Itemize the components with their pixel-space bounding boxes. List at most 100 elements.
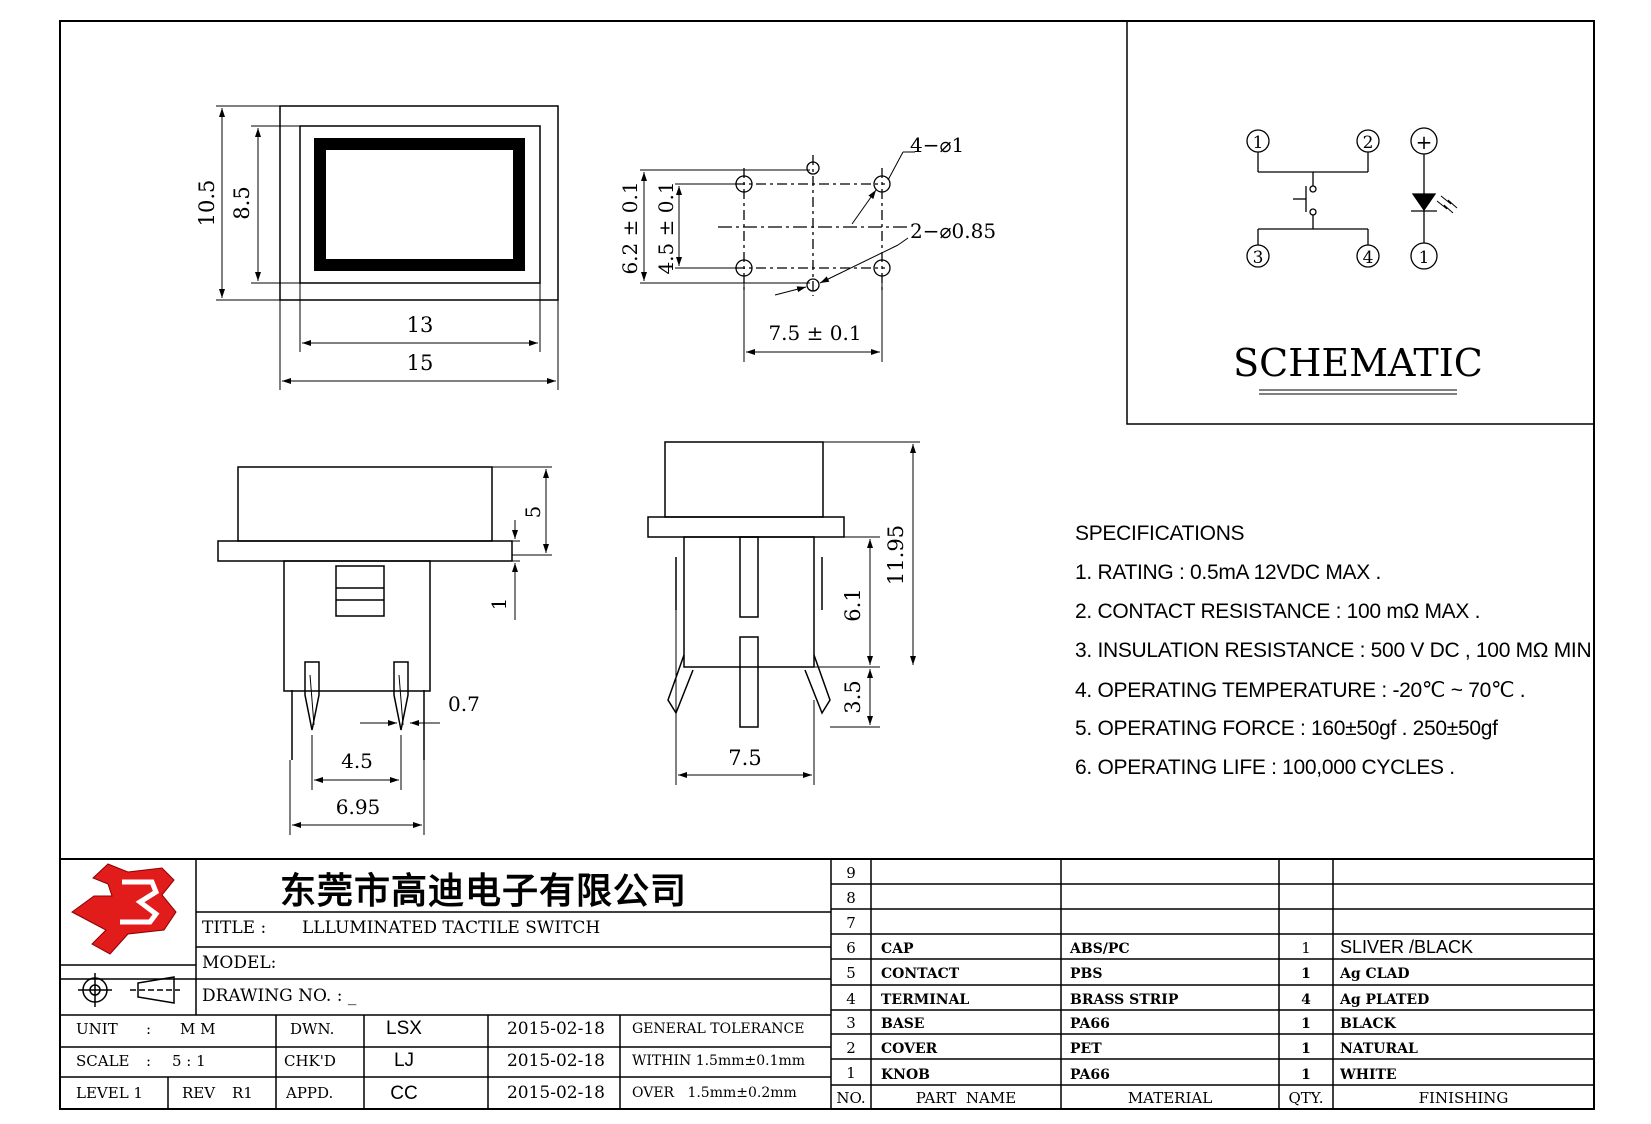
scale-colon: : xyxy=(146,1052,152,1070)
dim-front-w: 7.5 xyxy=(728,746,761,770)
dwn-name: LSX xyxy=(386,1018,422,1039)
unit-value: M M xyxy=(180,1020,216,1038)
dim-top-h-outer: 10.5 xyxy=(195,180,219,227)
dim-front-body-h: 6.1 xyxy=(841,588,865,621)
bom-finishing: WHITE xyxy=(1340,1067,1397,1083)
dim-pcb-h-inner: 4.5 ± 0.1 xyxy=(654,181,678,274)
drawing-no-label: DRAWING NO. : _ xyxy=(202,986,357,1006)
projection-symbol-icon xyxy=(78,973,180,1007)
dim-side-pin-pitch: 4.5 xyxy=(341,749,373,773)
spec-item: 6. OPERATING LIFE : 100,000 CYCLES . xyxy=(1075,756,1455,779)
bom-finishing: Ag CLAD xyxy=(1340,966,1410,982)
rev-value: R1 xyxy=(232,1084,253,1102)
bom-no: 7 xyxy=(846,914,856,932)
dim-front-pin-h: 3.5 xyxy=(841,680,865,713)
bom-finishing: Ag PLATED xyxy=(1340,992,1430,1008)
schematic-pin-1: 1 xyxy=(1253,133,1264,153)
bom-no: 8 xyxy=(846,889,856,907)
sheet-border xyxy=(59,20,1595,1110)
tolerance-over: OVER 1.5mm±0.2mm xyxy=(632,1085,797,1101)
dim-side-pin-w: 0.7 xyxy=(448,692,480,716)
bom-header-part: PART NAME xyxy=(915,1089,1017,1107)
spec-item: 1. RATING : 0.5mA 12VDC MAX . xyxy=(1075,561,1382,584)
bom-part: BASE xyxy=(881,1016,925,1032)
chkd-name: LJ xyxy=(393,1050,415,1071)
bom-part: CAP xyxy=(881,941,914,957)
company-name: 东莞市高迪电子有限公司 xyxy=(280,871,688,912)
top-view xyxy=(216,105,559,390)
dim-pcb-hole-small: 2−⌀0.85 xyxy=(910,219,996,243)
schematic-frame xyxy=(1126,20,1595,425)
side-view xyxy=(217,466,552,835)
tolerance-within: WITHIN 1.5mm±0.1mm xyxy=(632,1053,806,1069)
bom-finishing: NATURAL xyxy=(1340,1041,1418,1057)
bom-no: 5 xyxy=(846,964,856,982)
spec-item: 5. OPERATING FORCE : 160±50gf . 250±50gf xyxy=(1075,717,1498,740)
dim-top-h-inner: 8.5 xyxy=(230,186,254,219)
chkd-date: 2015-02-18 xyxy=(506,1051,605,1071)
bom-material: BRASS STRIP xyxy=(1070,992,1179,1008)
model-label: MODEL: xyxy=(202,953,277,973)
bom-finishing: BLACK xyxy=(1340,1016,1396,1032)
bom-qty: 1 xyxy=(1301,1016,1311,1032)
tolerance-title: GENERAL TOLERANCE xyxy=(632,1021,805,1037)
scale-value: 5 : 1 xyxy=(172,1052,206,1070)
dim-side-cap-h: 5 xyxy=(521,506,545,519)
pcb-layout xyxy=(640,151,915,362)
dim-pcb-h-outer: 6.2 ± 0.1 xyxy=(618,181,642,274)
bom-part: KNOB xyxy=(881,1067,930,1083)
schematic-led-plus: + xyxy=(1416,130,1433,154)
bom-no: 3 xyxy=(846,1014,856,1032)
dim-side-w: 6.95 xyxy=(336,795,381,819)
dim-top-w-outer: 15 xyxy=(407,351,434,375)
appd-name: CC xyxy=(390,1083,418,1104)
bom-no: 4 xyxy=(846,990,856,1008)
bom-material: PBS xyxy=(1070,966,1103,982)
scale-label: SCALE xyxy=(76,1052,130,1070)
appd-label: APPD. xyxy=(286,1084,334,1102)
schematic-pin-2: 2 xyxy=(1363,133,1374,153)
unit-colon: : xyxy=(146,1020,152,1038)
bom-material: PA66 xyxy=(1070,1016,1110,1032)
schematic-pin-3: 3 xyxy=(1253,248,1264,268)
dim-pcb-hole-large: 4−⌀1 xyxy=(910,133,964,157)
bom-material: ABS/PC xyxy=(1070,941,1130,957)
bom-no: 9 xyxy=(846,864,856,882)
schematic-led-minus: 1 xyxy=(1419,248,1430,268)
bom-header-finishing: FINISHING xyxy=(1418,1089,1509,1107)
bom-header-qty: QTY. xyxy=(1288,1089,1324,1107)
bom-no: 6 xyxy=(846,939,856,957)
spec-item: 3. INSULATION RESISTANCE : 500 V DC , 10… xyxy=(1075,639,1592,662)
title-block-grid xyxy=(60,858,1594,1109)
title-label: TITLE : xyxy=(202,918,267,938)
dim-front-total-h: 11.95 xyxy=(884,525,908,585)
title-value: LLLUMINATED TACTILE SWITCH xyxy=(302,918,601,938)
spec-item: 2. CONTACT RESISTANCE : 100 mΩ MAX . xyxy=(1075,600,1481,623)
bom-qty: 4 xyxy=(1301,992,1311,1008)
specifications-heading: SPECIFICATIONS xyxy=(1075,522,1245,545)
bom-qty: 1 xyxy=(1301,1041,1311,1057)
level-label: LEVEL 1 xyxy=(76,1084,143,1102)
bom-no: 2 xyxy=(846,1039,856,1057)
dwn-label: DWN. xyxy=(290,1020,335,1038)
appd-date: 2015-02-18 xyxy=(506,1083,605,1103)
schematic-title: SCHEMATIC xyxy=(1233,341,1483,385)
bom-header-no: NO. xyxy=(836,1089,866,1107)
unit-label: UNIT xyxy=(76,1020,118,1038)
schematic-pin-4: 4 xyxy=(1363,248,1374,268)
bom-qty: 1 xyxy=(1301,939,1311,957)
bom-qty: 1 xyxy=(1301,1067,1311,1083)
dim-top-w-inner: 13 xyxy=(407,313,434,337)
front-view xyxy=(647,441,920,785)
dim-side-flange: 1 xyxy=(487,598,511,611)
bom-qty: 1 xyxy=(1301,966,1311,982)
bom-header-material: MATERIAL xyxy=(1127,1089,1213,1107)
bom-material: PA66 xyxy=(1070,1067,1110,1083)
bom-material: PET xyxy=(1070,1041,1102,1057)
rev-label: REV xyxy=(182,1084,216,1102)
dim-pcb-w: 7.5 ± 0.1 xyxy=(768,321,861,345)
company-logo xyxy=(71,863,177,955)
bom-part: COVER xyxy=(881,1041,938,1057)
spec-item: 4. OPERATING TEMPERATURE : -20℃ ~ 70℃ . xyxy=(1075,679,1526,702)
